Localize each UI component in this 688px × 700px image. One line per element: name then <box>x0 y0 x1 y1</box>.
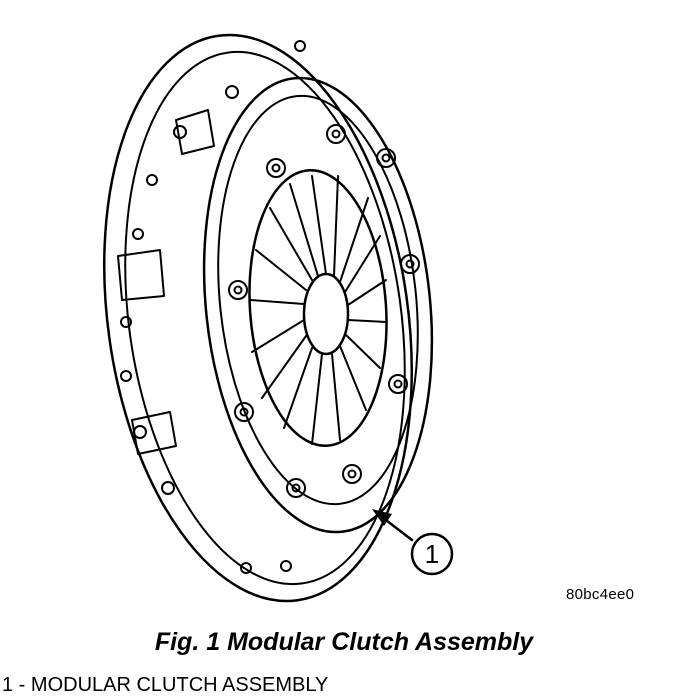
cover-bosses <box>228 124 420 498</box>
legend-separator: - <box>13 674 31 696</box>
housing-lugs <box>117 109 215 455</box>
housing-bolt-holes <box>120 40 306 574</box>
legend-item: 1 - MODULAR CLUTCH ASSEMBLY <box>2 674 328 697</box>
housing-outer-rim <box>103 33 413 603</box>
housing-inner-rim <box>124 50 406 586</box>
legend-text: MODULAR CLUTCH ASSEMBLY <box>30 674 329 696</box>
figure-caption: Fig. 1 Modular Clutch Assembly <box>154 628 534 656</box>
cover-face-inner <box>217 94 419 506</box>
figure-reference-code: 80bc4ee0 <box>566 586 635 603</box>
callout-number: 1 <box>424 539 440 569</box>
clutch-assembly-illustration <box>103 33 454 603</box>
callout-arrowhead <box>372 509 392 526</box>
diaphragm-outer <box>248 169 388 447</box>
cover-face-outer <box>202 76 434 534</box>
legend-number: 1 <box>2 674 14 696</box>
hub-opening <box>302 272 350 356</box>
diaphragm-fingers <box>249 175 387 445</box>
callout-circle <box>410 532 454 576</box>
